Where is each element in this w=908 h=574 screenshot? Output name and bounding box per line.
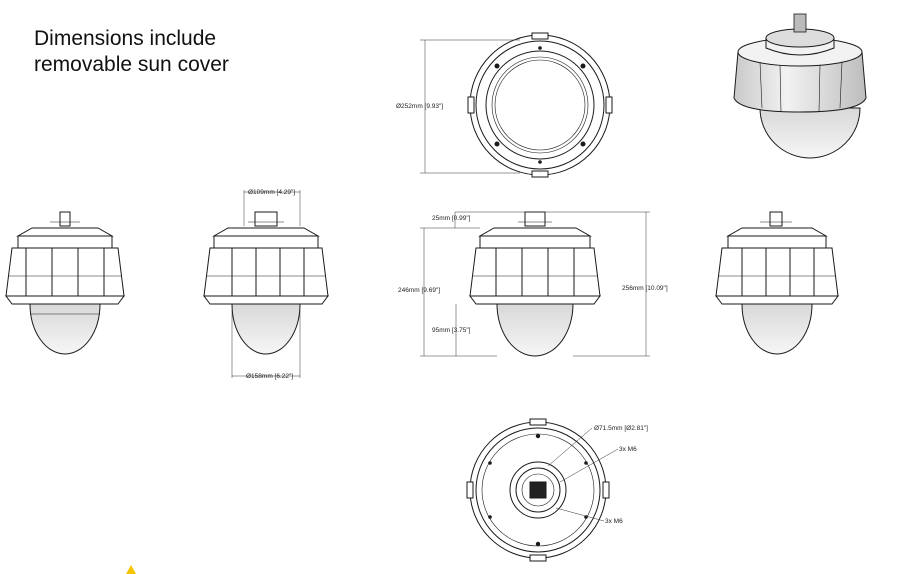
title-line-1: Dimensions include [34,27,217,50]
dome-diameter-label: Ø158mm [6.22"] [246,373,293,380]
top-view: Ø252mm [9.93"] [396,32,613,178]
body-height-label: 246mm [9.69"] [398,287,440,294]
top-height-label: 25mm [0.99"] [432,215,471,222]
bolt-bottom-label: 3x M6 [605,518,623,525]
dome-height-label: 95mm [3.75"] [432,327,471,334]
page-title: Dimensions include removable sun cover [34,26,229,78]
top-diameter-label: Ø109mm [4.29"] [248,189,295,196]
side-view-1 [5,211,125,355]
warning-icon [126,565,136,574]
housing-diameter-label: Ø252mm [9.93"] [396,103,443,110]
isometric-view [733,13,867,159]
total-height-label: 256mm [10.09"] [622,285,668,292]
side-view-3: 246mm [9.69"] 25mm [0.99"] 95mm [3.75"] … [398,211,668,357]
bolt-top-label: 3x M6 [619,446,637,453]
side-view-4 [715,211,839,355]
mount-diameter-label: Ø71.5mm [Ø2.81"] [594,425,648,432]
side-view-2: Ø109mm [4.29"] Ø158mm [6.22"] [203,189,329,380]
title-line-2: removable sun cover [34,53,229,76]
bottom-view: Ø71.5mm [Ø2.81"] 3x M6 3x M6 [466,418,648,562]
